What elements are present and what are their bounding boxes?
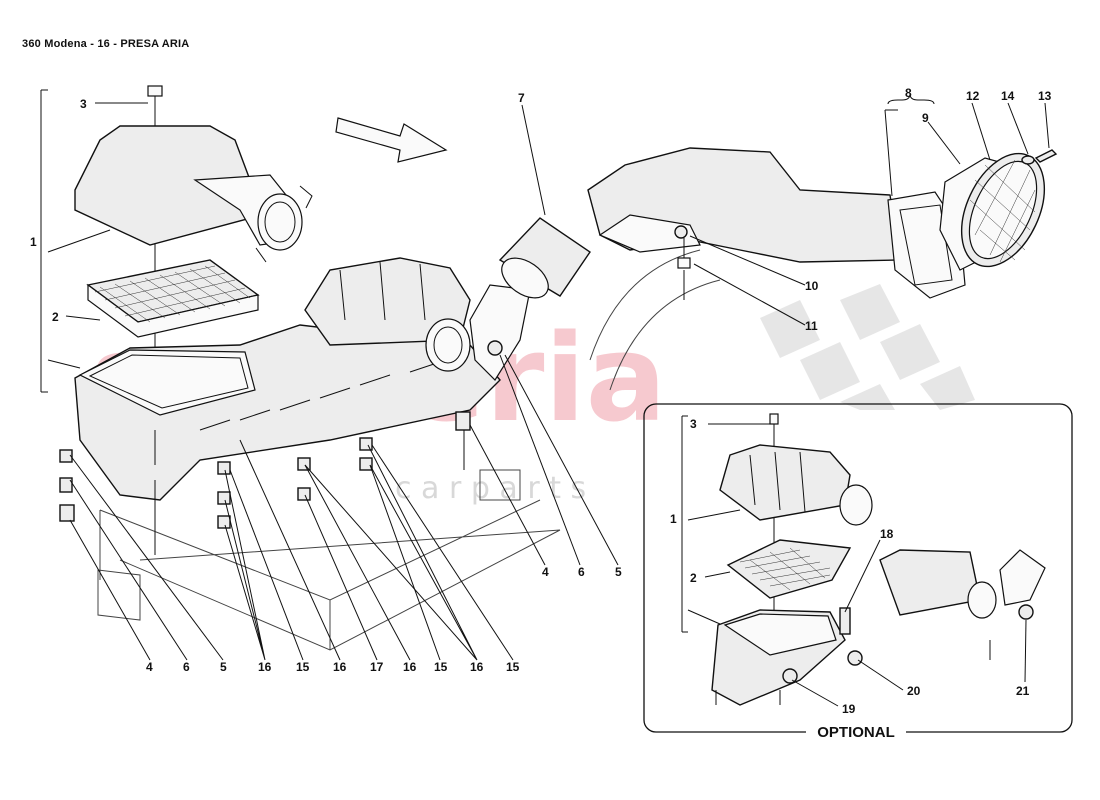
optional-label: OPTIONAL [817, 724, 895, 741]
callout-9: 9 [922, 111, 929, 125]
callout-8: 8 [905, 86, 912, 100]
callout-7: 7 [518, 91, 525, 105]
watermark-subtext: c a r p a r t s [395, 471, 586, 506]
optional-callout-3: 3 [690, 417, 697, 431]
main-callouts: 1 2 3 7 8 9 10 11 12 13 14 4 6 5 4 6 5 1… [30, 86, 1052, 674]
optional-callout-2: 2 [690, 571, 697, 585]
airbox-base-manifold [74, 257, 531, 501]
callout-16-b: 16 [333, 660, 347, 674]
mounting-hardware [59, 340, 503, 555]
airbox-cover-part-1 [74, 125, 313, 263]
optional-inset: OPTIONAL 1 2 3 18 19 20 21 [643, 403, 1073, 742]
callout-1: 1 [30, 235, 37, 249]
engine-frame [97, 249, 721, 651]
callout-15-b: 15 [434, 660, 448, 674]
callout-15-a: 15 [296, 660, 310, 674]
screw-part-13 [1034, 149, 1058, 163]
page-title: 360 Modena - 16 - PRESA ARIA [22, 38, 190, 50]
callout-14: 14 [1001, 89, 1015, 103]
callout-6-bottom: 6 [183, 660, 190, 674]
air-duct-part-8 [587, 147, 966, 299]
callout-13: 13 [1038, 89, 1052, 103]
callout-16-c: 16 [403, 660, 417, 674]
optional-callout-20: 20 [907, 684, 921, 698]
callout-16-a: 16 [258, 660, 272, 674]
optional-callout-18: 18 [880, 527, 894, 541]
air-filter-part-2 [86, 259, 260, 338]
washer-part-14 [1021, 155, 1035, 165]
callout-4-bottom: 4 [146, 660, 153, 674]
airflow-arrow [335, 117, 448, 163]
leader-lines [40, 89, 1050, 661]
callout-17: 17 [370, 660, 384, 674]
callout-10: 10 [805, 279, 819, 293]
clip-parts-10-11 [674, 225, 691, 300]
callout-3: 3 [80, 97, 87, 111]
callout-5-bottom: 5 [220, 660, 227, 674]
callout-6-right: 6 [578, 565, 585, 579]
callout-5-right: 5 [615, 565, 622, 579]
callout-12: 12 [966, 89, 980, 103]
optional-callout-21: 21 [1016, 684, 1030, 698]
rubber-sleeve-part-7 [498, 217, 591, 299]
brace-part-8 [887, 93, 935, 105]
optional-callout-1: 1 [670, 512, 677, 526]
callout-16-d: 16 [470, 660, 484, 674]
checker-flag-watermark [760, 284, 975, 410]
callout-11: 11 [805, 319, 818, 333]
callout-15-c: 15 [506, 660, 520, 674]
callout-4-right: 4 [542, 565, 549, 579]
optional-callout-19: 19 [842, 702, 856, 716]
callout-2: 2 [52, 310, 59, 324]
